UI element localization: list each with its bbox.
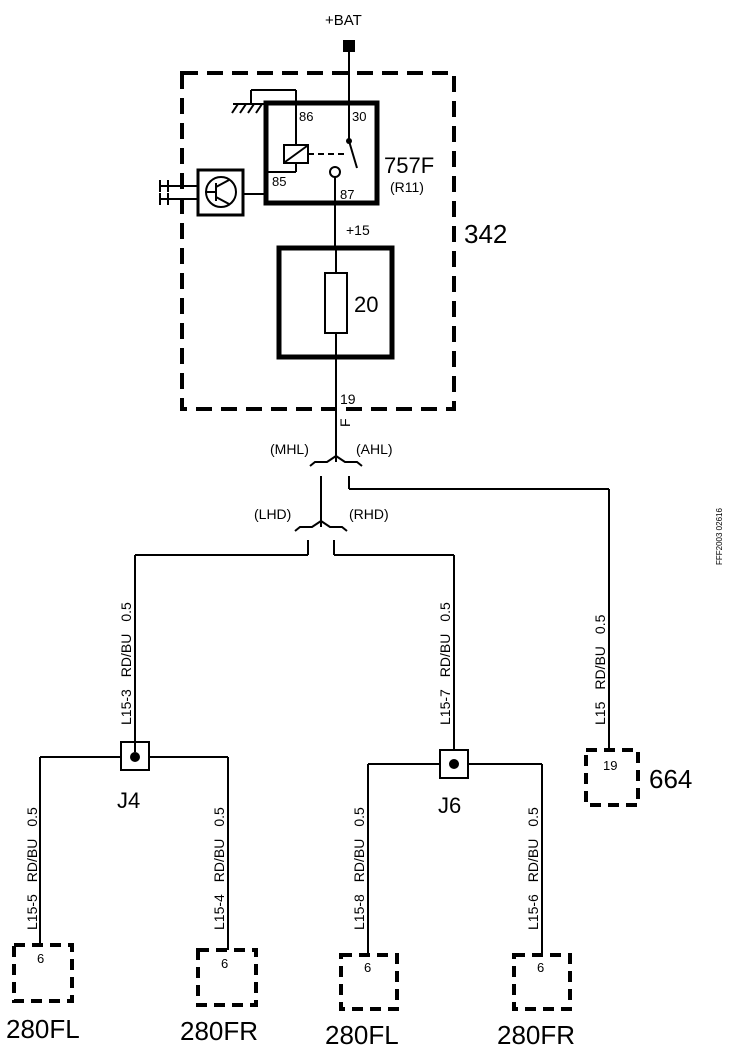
figure-code: FFF2003 02616 (715, 508, 724, 565)
connector-280fr-left-label: 280FR (180, 1016, 258, 1046)
variant-brace-mhl-ahl (309, 454, 363, 467)
relay-757f (263, 100, 380, 206)
bat-terminal (343, 40, 355, 52)
variant-ahl: (AHL) (356, 441, 393, 457)
connector-280fr-left-pin: 6 (221, 956, 228, 971)
box-output-pin: 19 (340, 391, 356, 407)
box-342-label: 342 (464, 219, 507, 249)
transistor-icon (205, 176, 237, 208)
connector-280fr-left (196, 948, 258, 1007)
wire-label-l15-3: L15-3RD/BU0.5 (118, 602, 134, 725)
connector-280fr-right (512, 953, 572, 1011)
connector-664 (584, 748, 640, 807)
box-342 (180, 71, 456, 411)
wire-label-l15-7: L15-7RD/BU0.5 (437, 602, 453, 725)
connector-280fl-right-pin: 6 (364, 960, 371, 975)
wire-label-l15-8: L15-8RD/BU0.5 (351, 807, 367, 930)
connector-280fl-right-label: 280FL (325, 1020, 399, 1050)
relay-coil-icon (266, 104, 348, 173)
wire-label-l15-4: L15-4RD/BU0.5 (211, 807, 227, 930)
feed-label: +15 (346, 222, 370, 238)
wire-label-l15-5: L15-5RD/BU0.5 (24, 807, 40, 930)
relay-pin-87: 87 (340, 187, 354, 202)
connector-280fl-left-pin: 6 (37, 951, 44, 966)
connector-664-pin: 19 (603, 758, 617, 773)
bat-label: +BAT (325, 12, 362, 29)
splice-j4-dot (130, 752, 140, 762)
variant-mhl: (MHL) (270, 441, 309, 457)
variant-lhd: (LHD) (254, 506, 291, 522)
connector-280fr-right-pin: 6 (537, 960, 544, 975)
relay-pin-30: 30 (352, 109, 366, 124)
connector-280fl-left (12, 943, 74, 1003)
fuse-label: 20 (354, 292, 378, 317)
relay-pin-85: 85 (272, 174, 286, 189)
ground-icon (231, 89, 297, 114)
connector-280fr-right-label: 280FR (497, 1020, 575, 1050)
relay-name: 757F (384, 153, 434, 178)
relay-switch-icon (329, 103, 358, 203)
relay-ref: (R11) (390, 179, 424, 195)
wire-label-l15: L15RD/BU0.5 (592, 614, 608, 725)
splice-j6-dot (449, 759, 459, 769)
variant-brace-lhd-rhd (294, 519, 348, 532)
splice-j6-label: J6 (438, 793, 461, 818)
fuse-icon (324, 272, 348, 334)
splice-j4-label: J4 (117, 788, 140, 813)
box-output-connector: F (337, 418, 353, 427)
connector-280fl-right (339, 953, 399, 1011)
connector-280fl-left-label: 280FL (6, 1014, 80, 1044)
wire-label-l15-6: L15-6RD/BU0.5 (525, 807, 541, 930)
variant-rhd: (RHD) (349, 506, 389, 522)
relay-pin-86: 86 (299, 109, 313, 124)
connector-664-label: 664 (649, 764, 692, 794)
external-connection-icon (159, 180, 198, 205)
